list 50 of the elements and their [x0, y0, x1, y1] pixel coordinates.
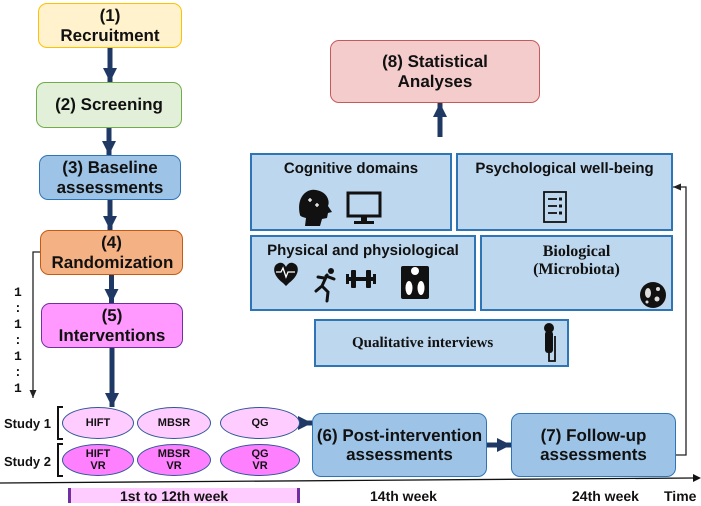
outcome-box: [250, 235, 476, 311]
axis-label: 1st to 12th week: [120, 488, 228, 504]
process-box: [511, 413, 676, 477]
arrow: [673, 184, 687, 456]
node-label: (2) Screening: [55, 95, 163, 115]
node-label: (6) Post-intervention assessments: [316, 426, 484, 464]
arrow: [433, 103, 447, 137]
arrow: [30, 251, 40, 398]
process-box: [40, 230, 183, 275]
arrow: [102, 128, 116, 155]
node-label: (7) Follow-up assessments: [539, 426, 648, 464]
node-label: (8) Statistical Analyses: [381, 52, 489, 91]
process-box: [41, 303, 183, 348]
node-label: HIFT VR: [84, 448, 112, 472]
node-label: Qualitative interviews: [352, 334, 494, 352]
axis-label: 14th week: [370, 488, 437, 504]
node-label: Biological (Microbiota): [532, 243, 621, 279]
arrow: [103, 200, 117, 230]
process-box: [330, 40, 540, 103]
outcome-box: [314, 319, 569, 367]
process-box: [312, 413, 487, 477]
outcome-box: [456, 153, 673, 231]
arrow: [298, 416, 312, 430]
arrow: [487, 438, 511, 452]
node-label: MBSR: [158, 416, 190, 430]
node-label: Psychological well-being: [475, 161, 654, 178]
node-label: MBSR VR: [156, 448, 192, 472]
axis-label: Time: [664, 488, 696, 504]
arrow: [103, 48, 117, 82]
arrow: [105, 348, 119, 407]
outcome-box: [250, 153, 452, 231]
node-label: (3) Baseline assessments: [56, 158, 164, 197]
row-label: Study 2: [4, 454, 51, 469]
process-box: [38, 3, 182, 48]
node-label: QG: [251, 416, 269, 430]
node-label: (4) Randomization: [52, 233, 172, 272]
outcome-box: [480, 235, 673, 311]
node-label: (5) Interventions: [58, 306, 166, 345]
arrow: [104, 275, 118, 303]
axis-label: 24th week: [572, 488, 639, 504]
row-label: Study 1: [4, 416, 51, 431]
node-label: Cognitive domains: [284, 161, 418, 178]
intervention-ellipse: [62, 444, 134, 476]
process-box: [36, 82, 182, 128]
process-box: [39, 155, 181, 200]
intervention-ellipse: [62, 407, 134, 439]
node-label: Physical and physiological: [267, 243, 459, 260]
node-label: (1) Recruitment: [59, 6, 161, 45]
node-label: HIFT: [86, 416, 110, 430]
node-label: QG VR: [250, 448, 270, 472]
